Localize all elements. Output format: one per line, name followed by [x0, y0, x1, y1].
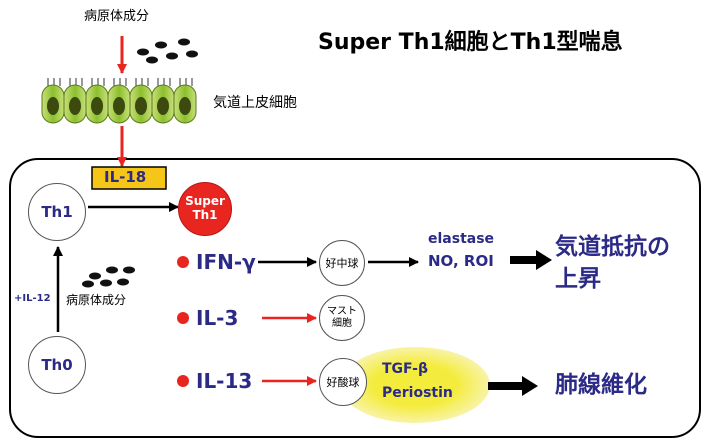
eosinophil-halo [340, 347, 490, 423]
th0-cell: Th0 [28, 336, 86, 394]
tgf-beta-label: TGF-β [382, 361, 429, 377]
th1-cell: Th1 [28, 183, 86, 241]
il18-box [91, 166, 167, 190]
super-th1-cell: Super Th1 [178, 182, 232, 236]
page-title: Super Th1細胞とTh1型喘息 [318, 30, 623, 55]
mast-cell: マスト 細胞 [319, 295, 365, 341]
eosinophil-label: 好酸球 [326, 376, 360, 389]
pathogen-label-left: 病原体成分 [66, 293, 127, 307]
bullet-ifn [177, 256, 189, 268]
th1-label: Th1 [41, 203, 73, 221]
bullet-il3 [177, 312, 189, 324]
th0-label: Th0 [41, 356, 73, 374]
pathogen-dots-top [137, 38, 198, 64]
lung-fibrosis-label: 肺線維化 [555, 372, 647, 398]
epithelium-cells [41, 78, 197, 124]
il12-label: +IL-12 [14, 293, 51, 304]
airway-resistance-line2: 上昇 [555, 266, 601, 292]
il3-label: IL-3 [196, 306, 239, 330]
ifn-gamma-label: IFN-γ [196, 250, 256, 274]
elastase-label: elastase [428, 231, 495, 247]
il18-label: IL-18 [104, 168, 147, 186]
super-th1-line2: Th1 [192, 208, 218, 222]
arrow-to-fibrosis-head [522, 376, 538, 396]
epithelium-label: 気道上皮細胞 [213, 95, 297, 111]
il13-label: IL-13 [196, 369, 253, 393]
arrow-to-airway-head [536, 250, 552, 270]
pathogen-label-top: 病原体成分 [84, 9, 150, 24]
bullet-il13 [177, 375, 189, 387]
airway-resistance-line1: 気道抵抗の [555, 234, 670, 260]
neutrophil-label: 好中球 [325, 257, 359, 270]
eosinophil-cell: 好酸球 [319, 358, 367, 406]
super-th1-line1: Super [185, 194, 225, 209]
pathogen-dots-left [82, 266, 135, 288]
no-roi-label: NO, ROI [428, 252, 494, 270]
mast-cell-line1: マスト [327, 306, 357, 317]
main-panel-border [9, 158, 701, 438]
mast-cell-line2: 細胞 [332, 318, 352, 329]
periostin-label: Periostin [382, 385, 453, 401]
neutrophil-cell: 好中球 [319, 240, 365, 286]
